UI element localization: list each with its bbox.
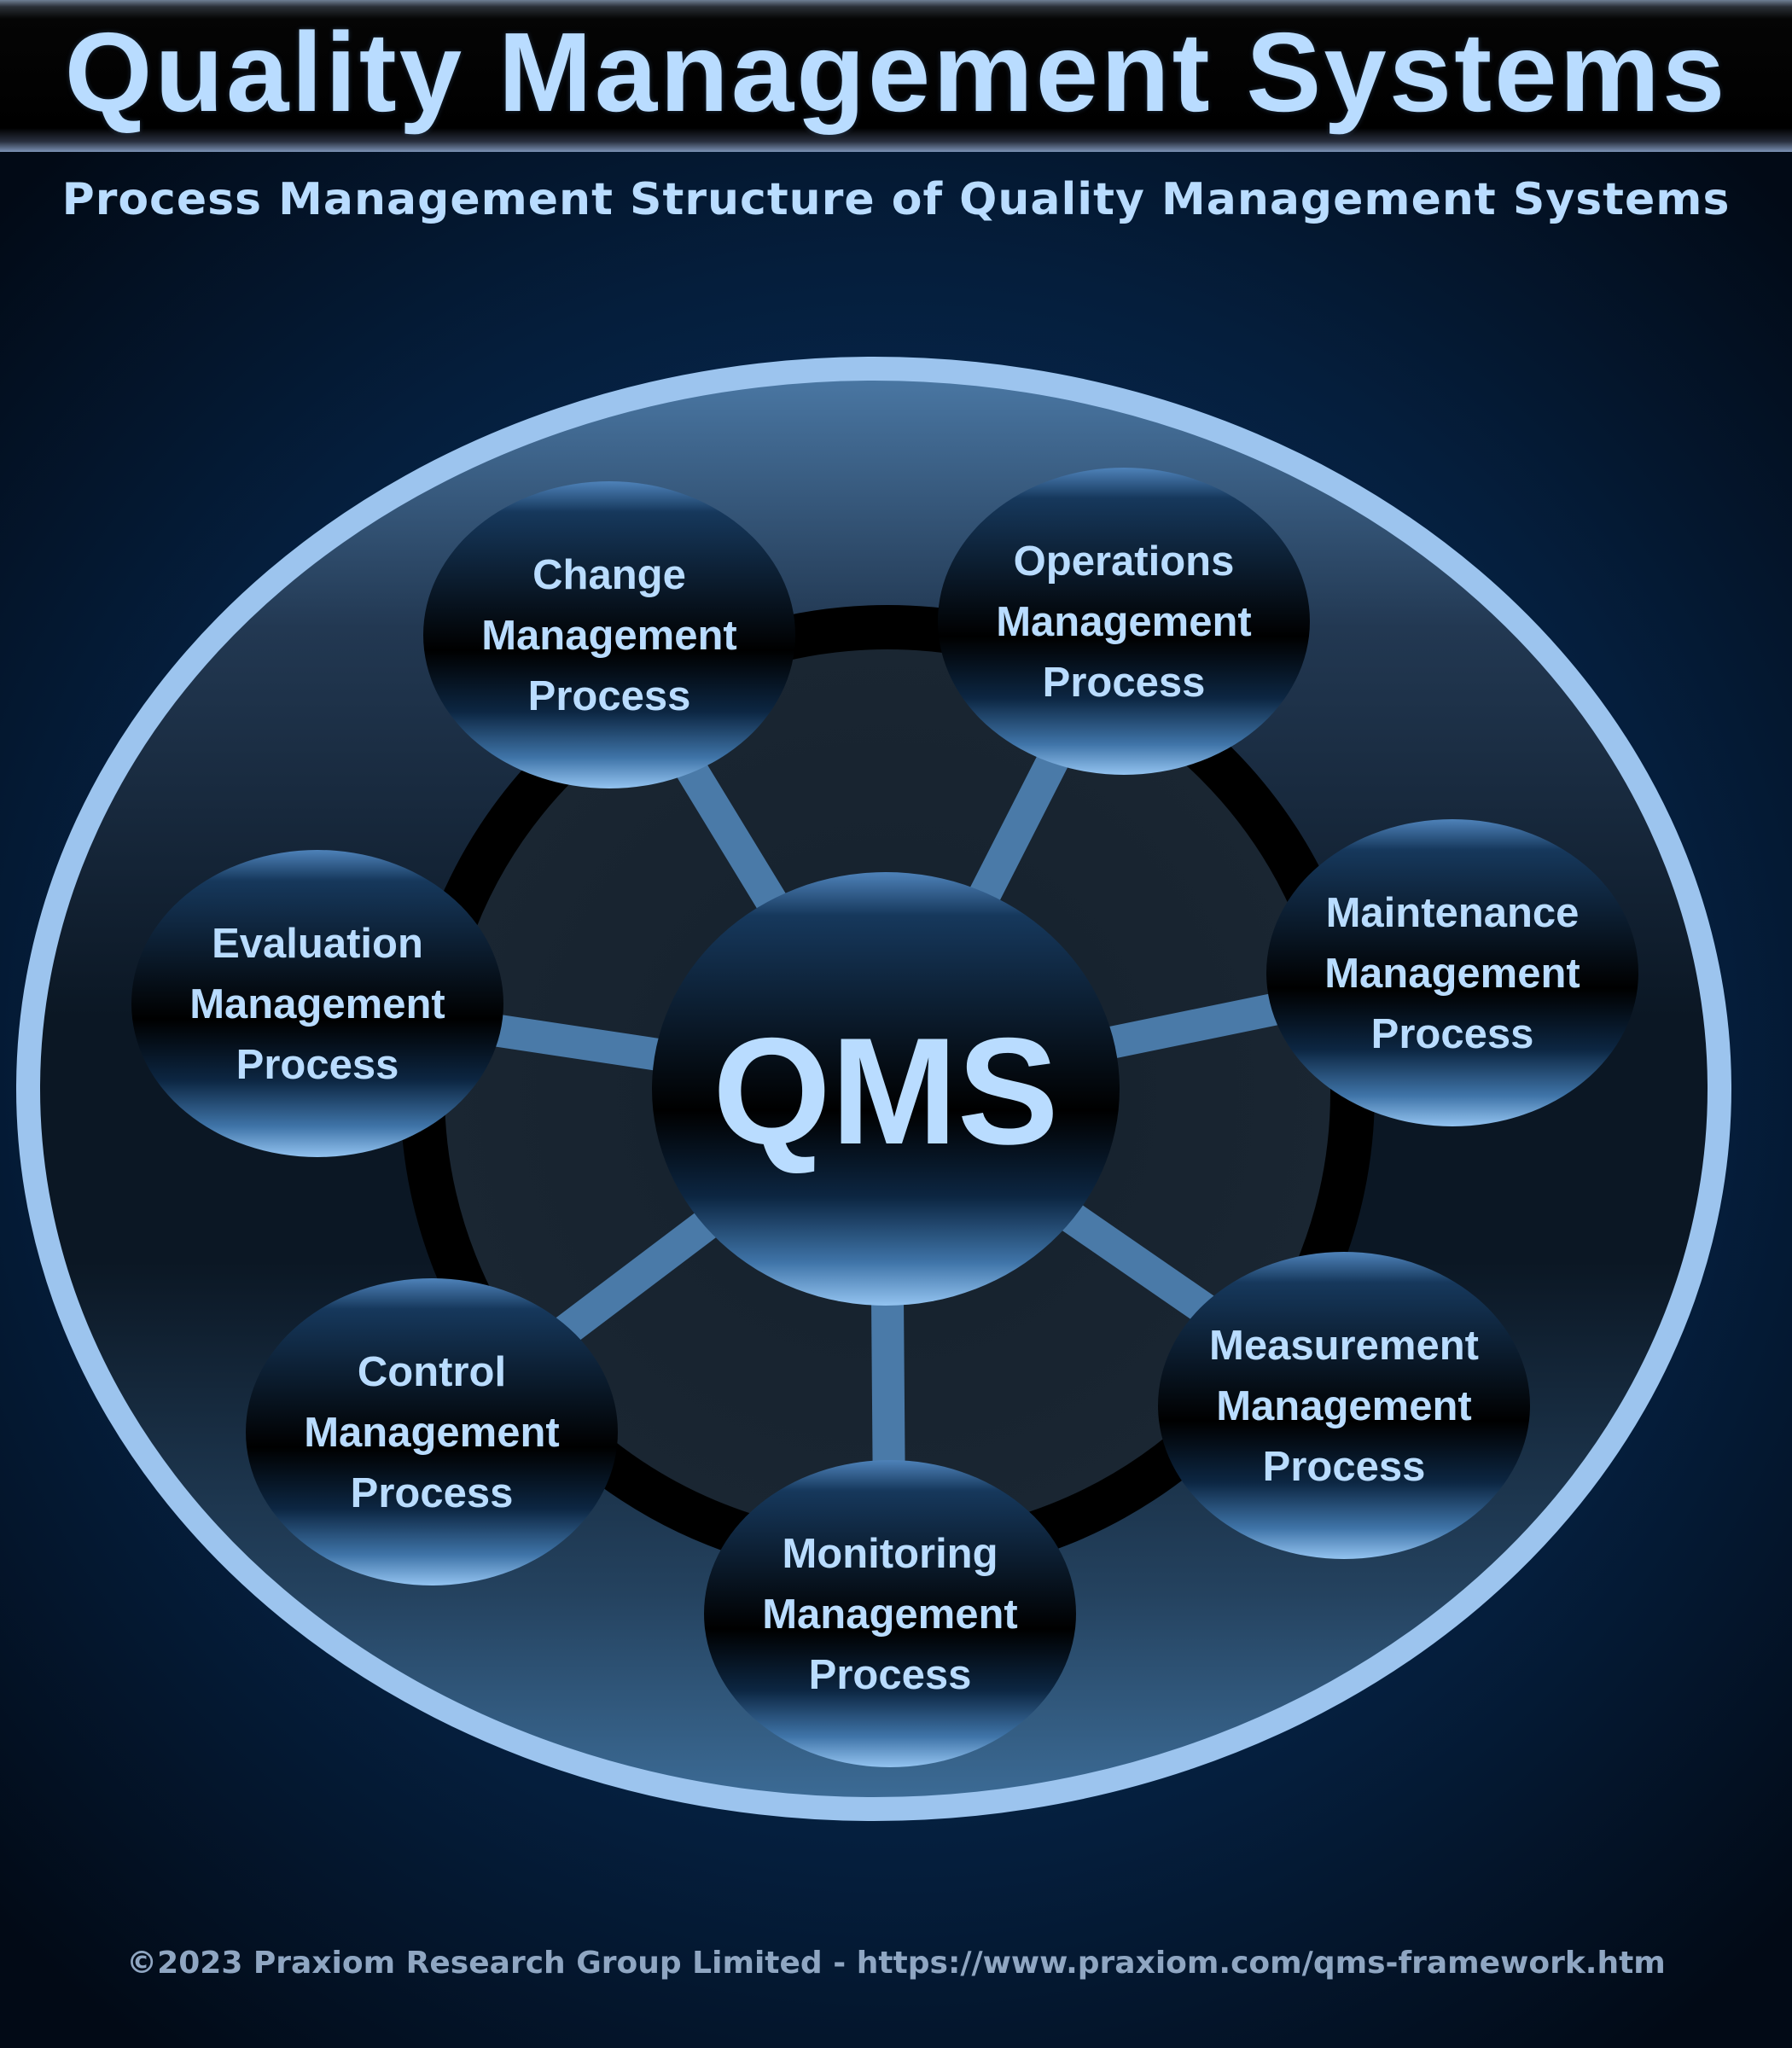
center-orb	[652, 872, 1120, 1306]
process-nodes: ChangeManagementProcessOperationsManagem…	[131, 468, 1638, 1767]
node-orb-evaluation	[131, 850, 503, 1157]
node-orb-operations	[938, 468, 1310, 775]
node-label-change-line-2: Management	[481, 613, 737, 659]
node-label-control-line-1: Control	[358, 1349, 506, 1395]
node-label-monitoring-line-1: Monitoring	[782, 1531, 998, 1577]
node-label-evaluation-line-3: Process	[236, 1042, 399, 1088]
title-bar: Quality Management Systems	[0, 0, 1792, 152]
node-label-measurement-line-1: Measurement	[1209, 1323, 1479, 1369]
node-orb-monitoring	[704, 1460, 1076, 1767]
footer-copyright: ©2023 Praxiom Research Group Limited - h…	[126, 1946, 1666, 1981]
node-label-operations-line-3: Process	[1043, 660, 1206, 706]
node-label-measurement-line-2: Management	[1216, 1383, 1472, 1429]
node-label-maintenance-line-2: Management	[1324, 951, 1580, 997]
node-label-control-line-3: Process	[351, 1470, 514, 1516]
node-label-monitoring-line-2: Management	[762, 1591, 1018, 1638]
center-node: QMS	[652, 872, 1120, 1306]
node-label-monitoring-line-3: Process	[809, 1652, 972, 1698]
node-label-operations-line-1: Operations	[1014, 538, 1235, 585]
node-label-evaluation-line-2: Management	[189, 981, 445, 1027]
node-label-maintenance-line-1: Maintenance	[1326, 890, 1580, 936]
node-label-maintenance-line-3: Process	[1371, 1011, 1534, 1057]
page-subtitle: Process Management Structure of Quality …	[61, 174, 1731, 225]
node-label-control-line-2: Management	[304, 1410, 560, 1456]
page-title: Quality Management Systems	[64, 9, 1728, 135]
node-label-operations-line-2: Management	[996, 599, 1252, 645]
node-orb-measurement	[1158, 1252, 1530, 1559]
node-label-change-line-3: Process	[528, 673, 691, 719]
node-label-change-line-1: Change	[532, 552, 686, 598]
center-label: QMS	[713, 1006, 1058, 1176]
node-orb-maintenance	[1266, 819, 1638, 1126]
node-label-measurement-line-3: Process	[1263, 1444, 1426, 1490]
node-label-evaluation-line-1: Evaluation	[212, 921, 423, 967]
node-orb-change	[423, 481, 795, 788]
node-orb-control	[246, 1278, 618, 1585]
